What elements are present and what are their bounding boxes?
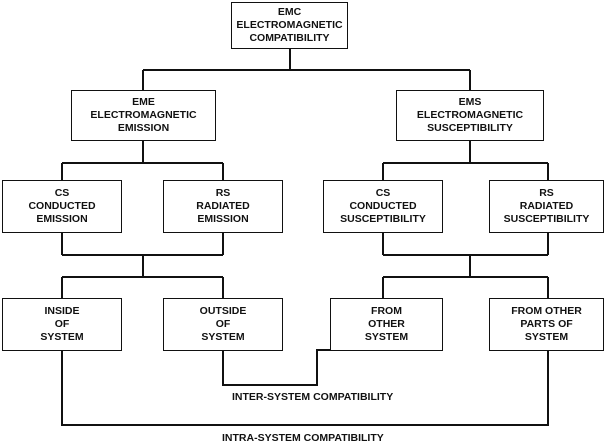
inter-system-caption: INTER-SYSTEM COMPATIBILITY	[232, 391, 394, 403]
intra-system-bracket	[61, 350, 549, 426]
inter-system-bracket	[222, 349, 330, 386]
intra-system-caption: INTRA-SYSTEM COMPATIBILITY	[222, 432, 384, 444]
